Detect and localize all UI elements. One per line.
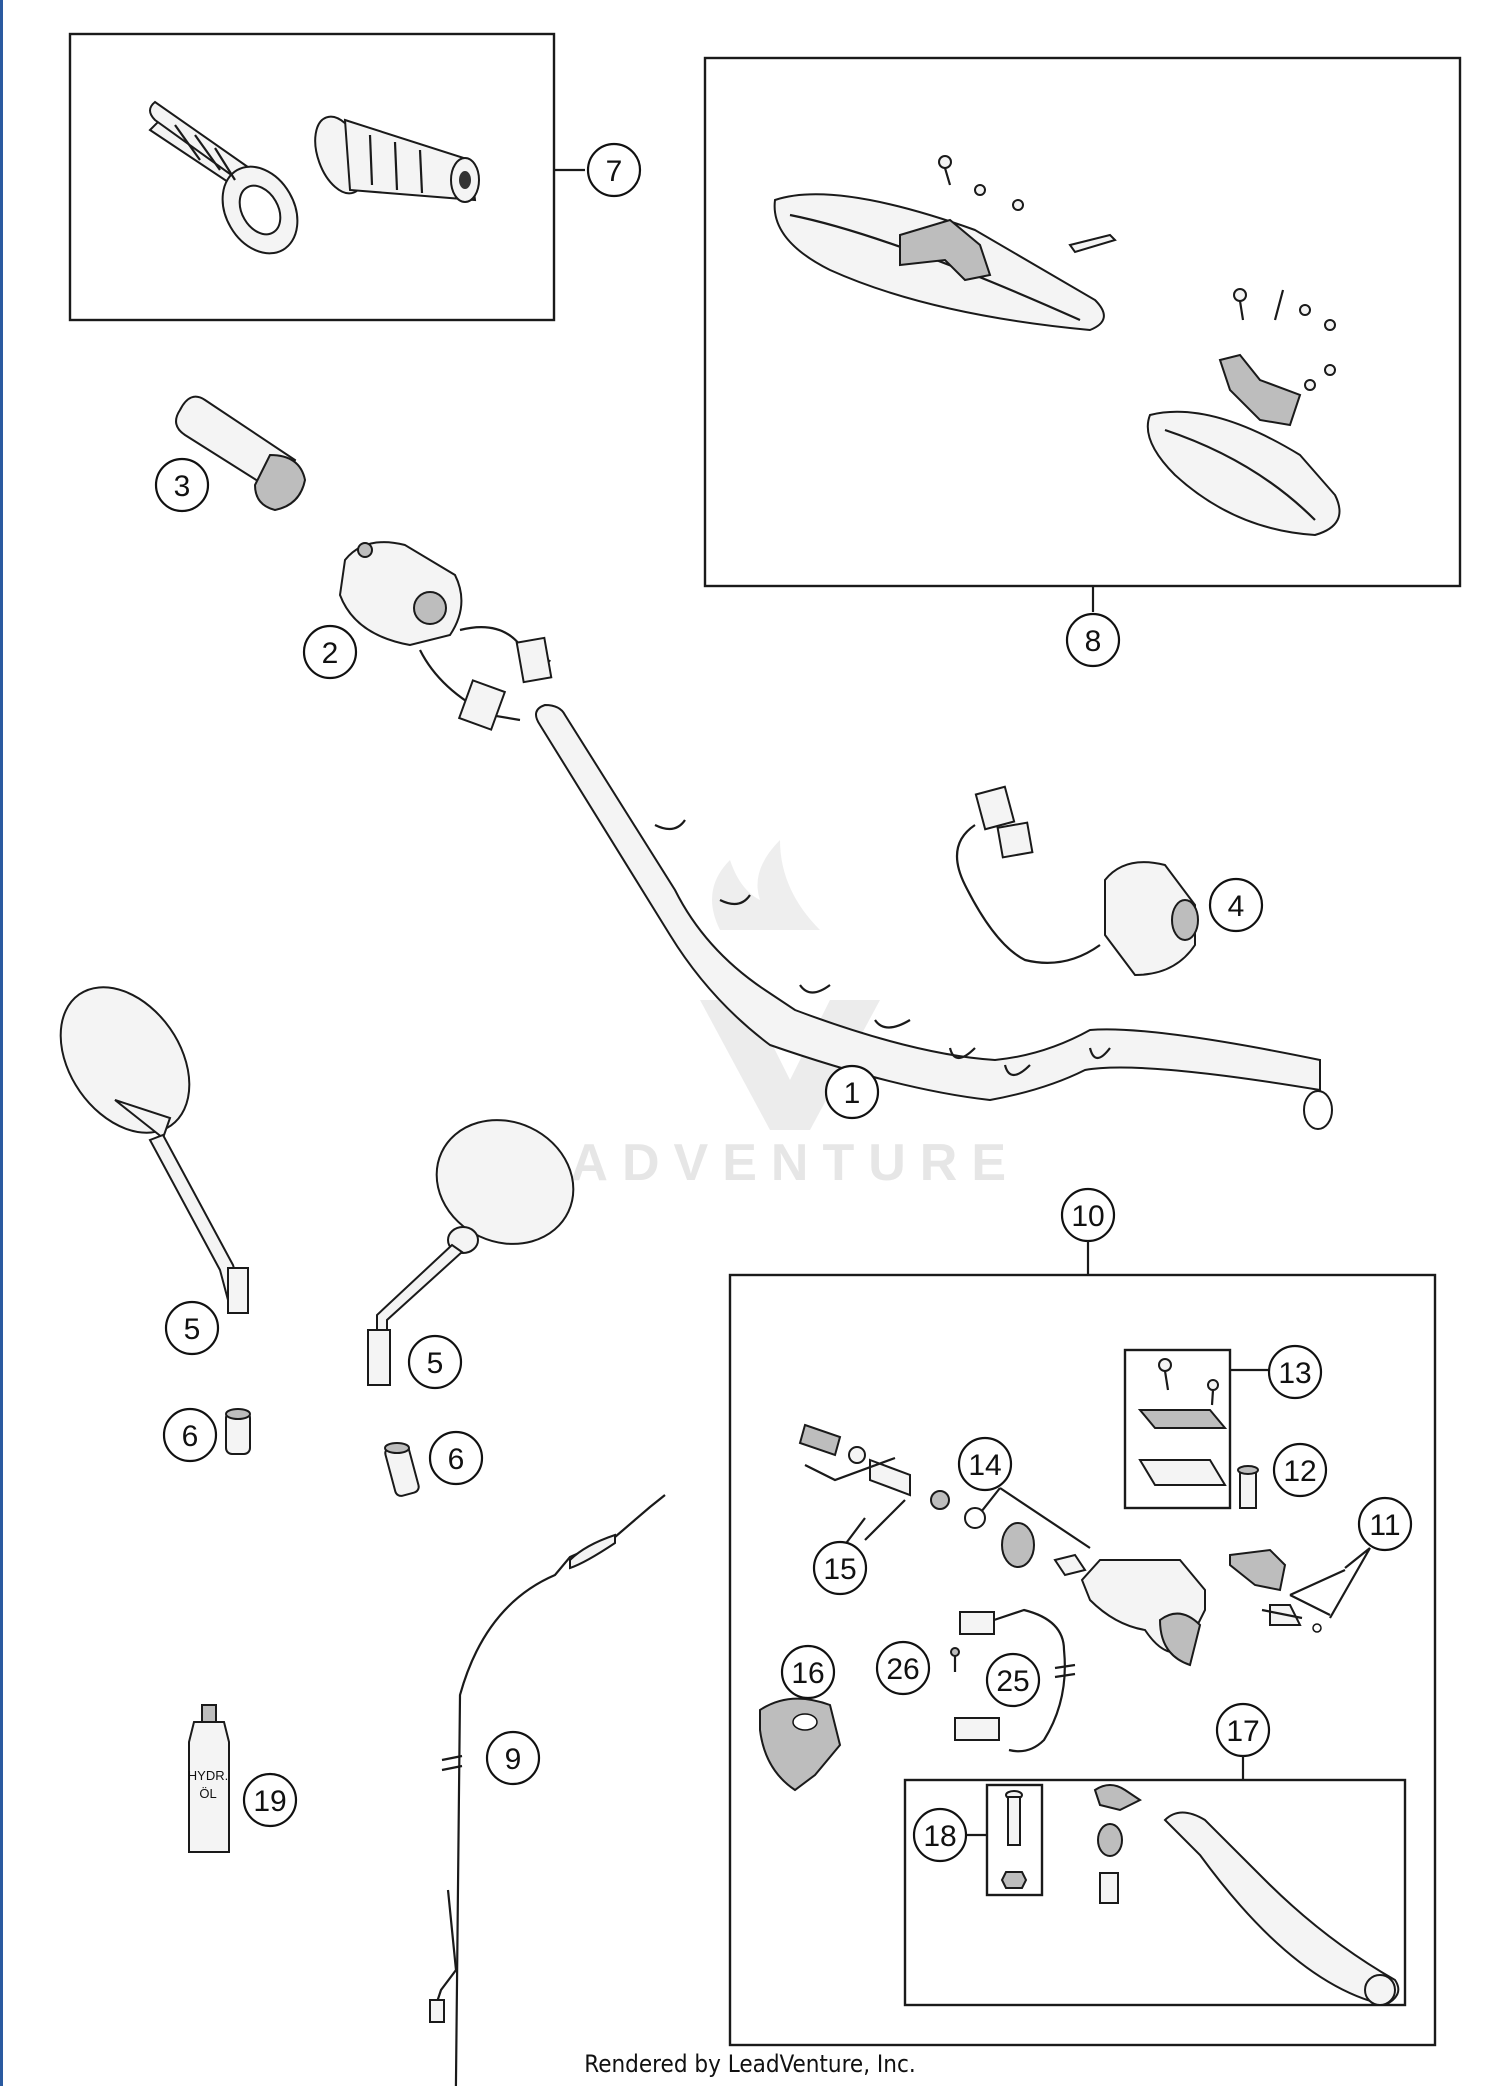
callout-12[interactable]: 12 <box>1272 1442 1328 1498</box>
svg-text:11: 11 <box>1369 1509 1400 1542</box>
bottle-label-line1: HYDR. <box>188 1768 228 1783</box>
callout-9[interactable]: 9 <box>485 1730 541 1786</box>
box-10 <box>728 1273 1437 2047</box>
callout-15[interactable]: 15 <box>812 1540 868 1596</box>
grip-left[interactable] <box>148 100 312 267</box>
callout-13[interactable]: 13 <box>1267 1344 1323 1400</box>
callout-2[interactable]: 2 <box>302 624 358 680</box>
callout-3[interactable]: 3 <box>154 457 210 513</box>
footer-credit: Rendered by LeadVenture, Inc. <box>584 2050 916 2078</box>
brake-switch-cable-25[interactable] <box>954 1608 1076 1753</box>
hydraulic-oil-bottle-19[interactable]: HYDR. ÖL <box>188 1704 230 1853</box>
callout-7[interactable]: 7 <box>586 142 642 198</box>
box-17 <box>903 1778 1407 2007</box>
svg-text:17: 17 <box>1226 1715 1259 1748</box>
clutch-cable-9[interactable] <box>429 1494 666 2086</box>
svg-text:16: 16 <box>791 1657 824 1690</box>
callout-14[interactable]: 14 <box>957 1436 1013 1492</box>
box-13 <box>1123 1348 1232 1510</box>
left-frame-border <box>0 0 3 2086</box>
svg-text:2: 2 <box>322 637 339 670</box>
svg-text:15: 15 <box>823 1553 856 1586</box>
svg-text:3: 3 <box>174 470 191 503</box>
svg-text:18: 18 <box>923 1820 956 1853</box>
handlebar-1[interactable] <box>535 703 1333 1130</box>
callout-25[interactable]: 25 <box>985 1652 1041 1708</box>
group-handguards-8: 8 <box>703 56 1462 668</box>
pivot-bolt-18[interactable] <box>1000 1790 1028 1889</box>
svg-text:1: 1 <box>844 1077 861 1110</box>
lever-pivot-11[interactable] <box>1229 1548 1302 1626</box>
cover-16[interactable] <box>759 1697 842 1792</box>
piston-seal-14[interactable] <box>1001 1522 1087 1577</box>
callout-19[interactable]: 19 <box>242 1772 298 1828</box>
svg-text:5: 5 <box>184 1313 201 1346</box>
handguard-right-bracket[interactable] <box>1218 288 1336 427</box>
bushing-12[interactable] <box>1237 1465 1259 1509</box>
callout-4[interactable]: 4 <box>1208 877 1264 933</box>
switch-right-4[interactable] <box>955 785 1199 977</box>
callout-10[interactable]: 10 <box>1060 1187 1116 1243</box>
callout-8[interactable]: 8 <box>1065 612 1121 668</box>
handguard-left-bracket[interactable] <box>899 155 1117 282</box>
svg-text:26: 26 <box>886 1653 919 1686</box>
handguard-right[interactable] <box>1146 410 1341 537</box>
callout-16[interactable]: 16 <box>780 1644 836 1700</box>
handguard-left[interactable] <box>773 193 1105 332</box>
svg-text:19: 19 <box>253 1785 286 1818</box>
box-8 <box>703 56 1462 588</box>
brake-lever[interactable] <box>1093 1784 1400 2007</box>
svg-text:9: 9 <box>505 1743 522 1776</box>
mirror-right-5[interactable] <box>367 1098 594 1386</box>
grip-right[interactable] <box>306 110 480 203</box>
group-master-cylinder-10: 10 13 12 14 <box>728 1187 1437 2047</box>
callout-11[interactable]: 11 <box>1357 1496 1413 1552</box>
bottle-label-line2: ÖL <box>199 1786 216 1801</box>
callout-1[interactable]: 1 <box>824 1064 880 1120</box>
throttle-tube-3[interactable] <box>175 395 307 512</box>
box-18 <box>985 1783 1044 1897</box>
svg-text:6: 6 <box>448 1443 465 1476</box>
svg-text:4: 4 <box>1228 890 1245 923</box>
svg-text:6: 6 <box>182 1420 199 1453</box>
callout-6b[interactable]: 6 <box>428 1430 484 1486</box>
svg-text:7: 7 <box>606 155 623 188</box>
reservoir-cover-13[interactable] <box>1137 1358 1228 1486</box>
svg-text:8: 8 <box>1085 625 1102 658</box>
spring-piston-15[interactable] <box>798 1423 986 1529</box>
callout-18[interactable]: 18 <box>912 1807 968 1863</box>
svg-text:5: 5 <box>427 1347 444 1380</box>
switch-left-2[interactable] <box>338 541 553 731</box>
mirror-left-5[interactable] <box>34 963 249 1314</box>
callout-17[interactable]: 17 <box>1215 1702 1271 1758</box>
callout-26[interactable]: 26 <box>875 1640 931 1696</box>
callout-6a[interactable]: 6 <box>162 1407 218 1463</box>
bar-end-weight-6a[interactable] <box>225 1408 251 1455</box>
master-cylinder-body[interactable] <box>1080 1559 1206 1667</box>
screw-26[interactable] <box>950 1647 960 1672</box>
bar-end-weight-6b[interactable] <box>384 1442 420 1498</box>
box-7 <box>68 32 556 322</box>
svg-text:14: 14 <box>968 1449 1001 1482</box>
svg-text:13: 13 <box>1278 1357 1311 1390</box>
svg-text:25: 25 <box>996 1665 1029 1698</box>
svg-text:10: 10 <box>1071 1200 1104 1233</box>
callout-5a[interactable]: 5 <box>164 1300 220 1356</box>
group-grips-7: 7 <box>68 32 642 322</box>
svg-text:12: 12 <box>1283 1455 1316 1488</box>
callout-5b[interactable]: 5 <box>407 1334 463 1390</box>
